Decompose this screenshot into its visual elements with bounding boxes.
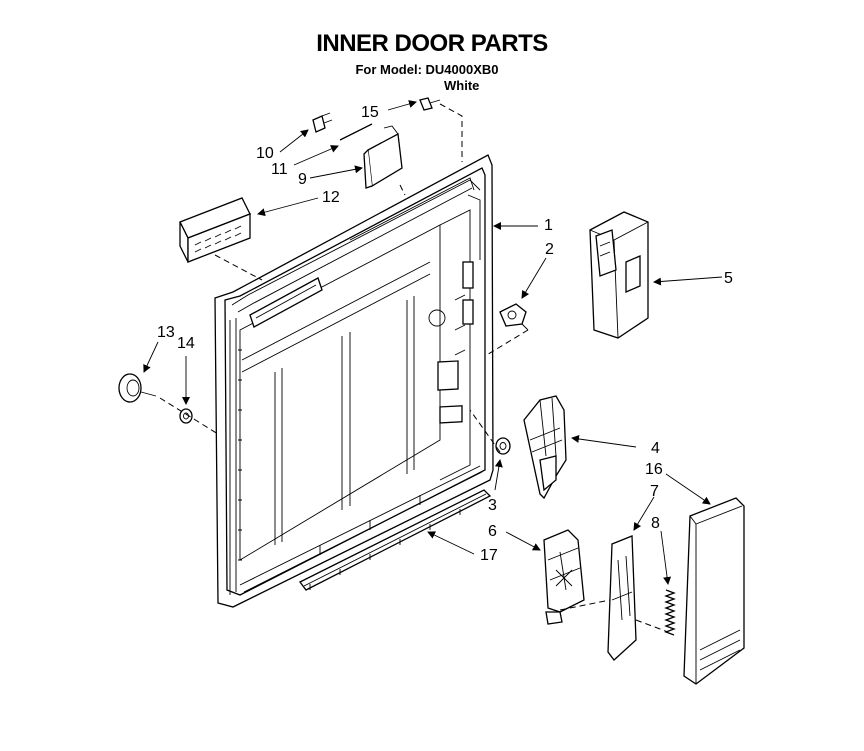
part-12-dispenser-panel [179, 197, 251, 263]
part-7-slide-plate [607, 535, 637, 661]
model-subtitle: For Model: DU4000XB0 [355, 62, 499, 77]
part-9-cover [363, 125, 403, 189]
part-4-latch-assembly [523, 395, 567, 500]
part-11-pin [339, 123, 373, 141]
callout-6: 6 [488, 523, 497, 540]
callout-4: 4 [651, 440, 660, 457]
callout-8: 8 [651, 515, 660, 532]
part-5-latch-housing [589, 211, 649, 339]
callout-9: 9 [298, 171, 307, 188]
part-15-screw [419, 97, 441, 111]
callout-16: 16 [645, 461, 663, 478]
callout-1: 1 [544, 217, 553, 234]
callout-10: 10 [256, 145, 274, 162]
callout-labels: 1 2 3 4 5 6 7 8 9 10 11 12 13 14 15 16 1… [157, 104, 733, 564]
inner-door-panel [214, 154, 494, 608]
callout-13: 13 [157, 324, 175, 341]
callout-15: 15 [361, 104, 379, 121]
callout-5: 5 [724, 270, 733, 287]
part-17-vent-strip [299, 489, 492, 591]
color-label: White [444, 78, 480, 93]
callout-17: 17 [480, 547, 498, 564]
callout-2: 2 [545, 241, 554, 258]
callout-11: 11 [271, 161, 288, 178]
part-3-nut [495, 437, 511, 455]
assembly-dash-lines [159, 103, 669, 633]
callout-14: 14 [177, 335, 195, 352]
part-13-knob [118, 373, 157, 403]
callout-3: 3 [488, 497, 497, 514]
diagram-title: INNER DOOR PARTS [316, 30, 548, 57]
leader-lines [143, 100, 723, 585]
part-10-clip [312, 112, 333, 133]
part-2-bracket [499, 303, 529, 331]
callout-12: 12 [322, 189, 340, 206]
part-6-switch-assembly [543, 529, 585, 625]
part-8-spring [664, 589, 676, 636]
part-16-latch-cover [683, 497, 745, 685]
callout-7: 7 [650, 483, 659, 500]
